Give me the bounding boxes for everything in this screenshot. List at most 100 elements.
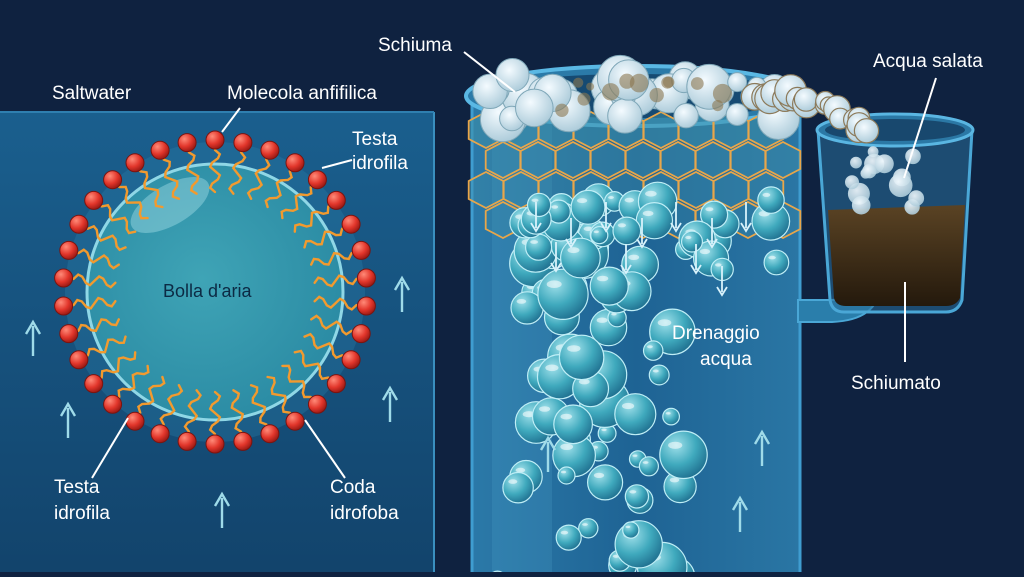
- foam-debris: [649, 87, 664, 103]
- molecule-tail: [137, 375, 166, 414]
- tube-bubble-shine: [508, 479, 518, 484]
- foam-bridge: [740, 74, 880, 144]
- molecule-head: [341, 350, 361, 370]
- tube-bubble-shine: [699, 248, 711, 255]
- tube-bubble-shine: [657, 319, 672, 327]
- molecule-head: [326, 190, 346, 210]
- leader-head-top: [321, 159, 353, 169]
- tube-bubble-shine: [642, 461, 649, 464]
- tube-bubble-shine: [560, 530, 569, 535]
- tube-bubble-shine: [551, 205, 559, 209]
- tube-bubble: [638, 456, 660, 477]
- molecule-head: [59, 324, 79, 344]
- label-water-drainage-2: acqua: [700, 349, 752, 370]
- molecule-head: [260, 140, 280, 160]
- label-amphiphilic-molecule: Molecola anfifilica: [227, 83, 377, 104]
- drain-arrow-head: [620, 264, 632, 275]
- tube-bubble-shine: [545, 364, 559, 372]
- drain-arrow-head: [690, 264, 702, 275]
- leader-tail: [304, 419, 346, 479]
- label-water-drainage-1: Drenaggio: [672, 323, 760, 344]
- molecule-tail: [230, 389, 245, 433]
- tube-bubble-shine: [632, 454, 638, 457]
- tube-bubble-shine: [645, 190, 657, 197]
- label-hydrophilic-head-top-2: idrofila: [352, 153, 408, 174]
- tube-bubble-shine: [622, 402, 635, 410]
- foam-bubble: [515, 88, 554, 128]
- foam-cell: [589, 140, 627, 180]
- foam-cell: [554, 140, 592, 180]
- molecule-tail: [313, 274, 358, 288]
- molecule-tail: [313, 295, 358, 311]
- amphiphilic-molecules: [54, 130, 376, 454]
- rise-arrow-head: [393, 275, 411, 291]
- tube-bubble: [659, 430, 708, 480]
- foam-bubble: [495, 58, 530, 92]
- tube-bubble-shine: [629, 490, 637, 494]
- cup-foam-bubble: [845, 175, 859, 190]
- tube-bubble: [622, 521, 640, 539]
- tube-bubble: [586, 464, 624, 501]
- tube-bubble-shine: [582, 523, 588, 526]
- molecule-head: [103, 394, 123, 414]
- label-hydrophobic-tail-1: Coda: [330, 477, 376, 498]
- tube-bubble-shine: [596, 317, 608, 323]
- foam-cell: [659, 140, 697, 180]
- label-hydrophilic-head-bottom-1: Testa: [54, 477, 100, 498]
- rise-arrows: [24, 275, 771, 532]
- molecule-head: [285, 411, 305, 431]
- molecule-tail: [249, 384, 268, 426]
- cup-foam-bubble: [850, 156, 862, 169]
- molecule-head: [351, 324, 371, 344]
- molecule-tail: [264, 170, 293, 209]
- molecule-tail: [183, 389, 202, 433]
- tube-bubble-shine: [515, 467, 526, 473]
- foam-debris: [573, 77, 584, 88]
- drain-arrow-head: [740, 222, 752, 233]
- tube-bubble: [557, 466, 576, 485]
- foam-debris: [661, 76, 674, 89]
- tube-bubble-shine: [546, 280, 562, 289]
- tube-bubble-shine: [608, 196, 614, 199]
- foam-debris: [602, 83, 620, 101]
- drain-arrow-head: [716, 286, 728, 297]
- molecule-head: [341, 214, 361, 234]
- tube-bubble: [560, 237, 601, 279]
- leader-head-bottom: [91, 417, 129, 479]
- drain-arrow-head: [636, 238, 648, 249]
- molecule-head: [150, 424, 170, 444]
- molecule-head: [326, 374, 346, 394]
- rise-arrow-head: [539, 435, 557, 451]
- molecule-head: [205, 434, 225, 454]
- molecule-head: [54, 268, 74, 288]
- molecule-tail: [100, 203, 137, 235]
- cup-foam-bubble: [908, 190, 925, 207]
- label-saltwater: Saltwater: [52, 83, 132, 104]
- tube-bubble-shine: [685, 235, 692, 240]
- foam-debris: [619, 73, 635, 89]
- tube-bubble-shine: [560, 470, 567, 474]
- drainage-arrows: [530, 202, 752, 297]
- label-hydrophilic-head-top-1: Testa: [352, 129, 398, 150]
- foam-debris: [690, 77, 704, 90]
- drain-arrow-head: [670, 222, 682, 233]
- tube-bubble: [570, 189, 606, 225]
- molecule-head: [84, 374, 104, 394]
- leader-amphiphilic: [221, 107, 241, 133]
- tube-bubble-shine: [560, 413, 573, 420]
- tube-bubble: [526, 192, 552, 218]
- leader-salt-water: [903, 77, 937, 179]
- molecule-tail: [208, 148, 222, 194]
- molecule-tail: [72, 296, 117, 310]
- tube-bubble: [555, 524, 582, 551]
- tube-bubble: [757, 186, 785, 214]
- tube-bubble-shine: [647, 345, 653, 349]
- foam-cell: [519, 140, 557, 180]
- tube-bubble-shine: [669, 477, 680, 483]
- molecule-head: [233, 431, 253, 451]
- rise-arrow-head: [213, 491, 231, 507]
- molecule-head: [69, 214, 89, 234]
- foam-cell: [624, 140, 662, 180]
- tube-bubble: [553, 404, 593, 445]
